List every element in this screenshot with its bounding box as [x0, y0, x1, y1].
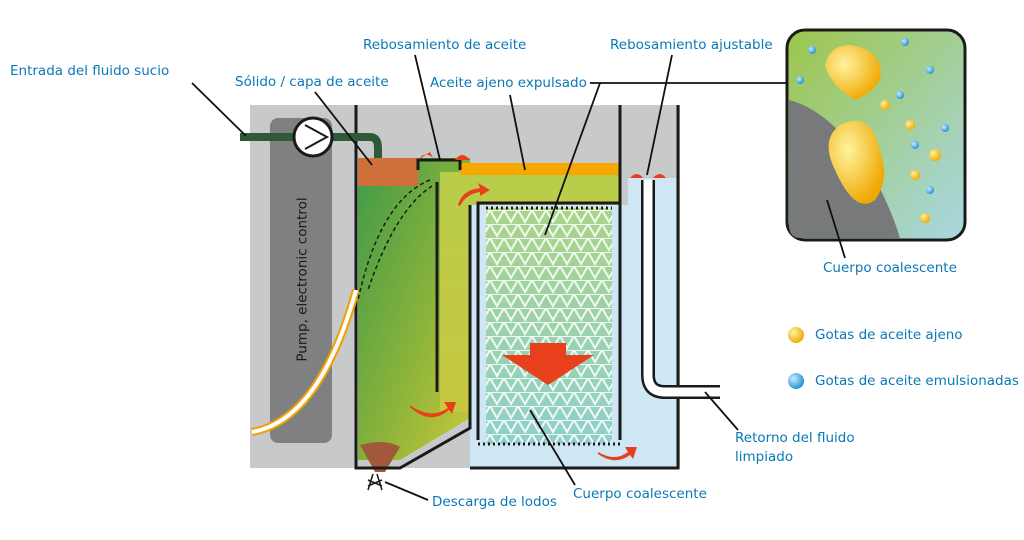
- drain-valve-icon: [367, 473, 383, 491]
- emulsified-drop-legend-icon: [788, 373, 804, 389]
- inset-large-drop: [825, 45, 881, 100]
- label-pump: Pump, electronic control: [294, 197, 311, 362]
- label-adjustable-overflow: Rebosamiento ajustable: [610, 37, 773, 53]
- foreign-drop-legend-icon: [788, 327, 804, 343]
- pump-panel: [270, 118, 332, 443]
- label-expelled-oil: Aceite ajeno expulsado: [430, 75, 587, 91]
- label-return-2: limpiado: [735, 449, 794, 465]
- pump-icon: [292, 116, 334, 158]
- label-sludge: Descarga de lodos: [432, 494, 557, 510]
- label-inset-body: Cuerpo coalescente: [823, 260, 957, 276]
- label-emulsified-drops: Gotas de aceite emulsionadas: [815, 373, 1019, 389]
- label-foreign-drops: Gotas de aceite ajeno: [815, 327, 963, 343]
- inset-drops: [796, 38, 949, 223]
- inlet-pipe: [240, 133, 382, 158]
- solid-oil-layer: [358, 158, 418, 186]
- flow-arrows: [410, 152, 666, 461]
- label-oil-overflow: Rebosamiento de aceite: [363, 37, 527, 53]
- sludge: [360, 441, 400, 472]
- label-inlet: Entrada del fluido sucio: [10, 63, 170, 79]
- tank-walls: [354, 105, 680, 470]
- label-return-1: Retorno del fluido: [735, 430, 855, 446]
- expelled-oil-layer: [460, 163, 620, 175]
- label-main-body: Cuerpo coalescente: [573, 486, 707, 502]
- label-solid-layer: Sólido / capa de aceite: [235, 74, 389, 90]
- leader-lines: [191, 54, 846, 501]
